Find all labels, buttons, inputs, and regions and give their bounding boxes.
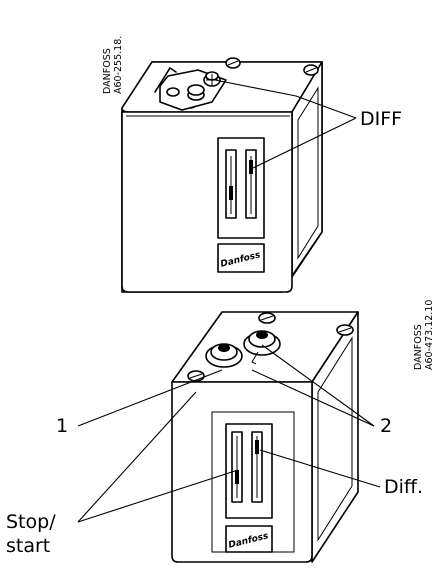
diff-adjuster-bracket bbox=[154, 67, 227, 111]
stop-start-label-line1: Stop/ bbox=[6, 511, 56, 533]
top-diff-label: DIFF bbox=[360, 108, 402, 130]
bottom-pressure-switch: Danfoss 1 2 Diff. Stop/ start DANFOSS A6… bbox=[6, 300, 435, 563]
label-1: 1 bbox=[56, 415, 68, 437]
top-logo-plate: Danfoss bbox=[217, 243, 265, 273]
diff-adjuster-knob-icon bbox=[243, 330, 281, 365]
top-doc-code-line2: A60-255.18. bbox=[113, 36, 124, 94]
stop-start-label-line2: start bbox=[6, 535, 50, 557]
bottom-doc-code-line2: A60-473.12.10 bbox=[424, 300, 435, 370]
top-screw-back-right-icon bbox=[303, 64, 319, 76]
top-scale-window bbox=[217, 137, 265, 239]
bottom-doc-code-line1: DANFOSS bbox=[413, 324, 424, 370]
top-pressure-switch: Danfoss DIFF DANFOSS A60-255.18. bbox=[102, 36, 402, 293]
label-2: 2 bbox=[380, 415, 392, 437]
bottom-screw-back-right-icon bbox=[336, 324, 354, 336]
bottom-diff-label: Diff. bbox=[384, 476, 423, 498]
bottom-screw-front-icon bbox=[187, 370, 205, 382]
bottom-scale-window bbox=[225, 423, 273, 519]
bottom-logo-plate: Danfoss bbox=[225, 525, 273, 553]
top-doc-code-line1: DANFOSS bbox=[102, 48, 113, 94]
range-adjuster-knob-icon bbox=[205, 343, 243, 368]
top-screw-back-center-icon bbox=[225, 57, 241, 69]
bottom-screw-back-center-icon bbox=[258, 312, 276, 324]
